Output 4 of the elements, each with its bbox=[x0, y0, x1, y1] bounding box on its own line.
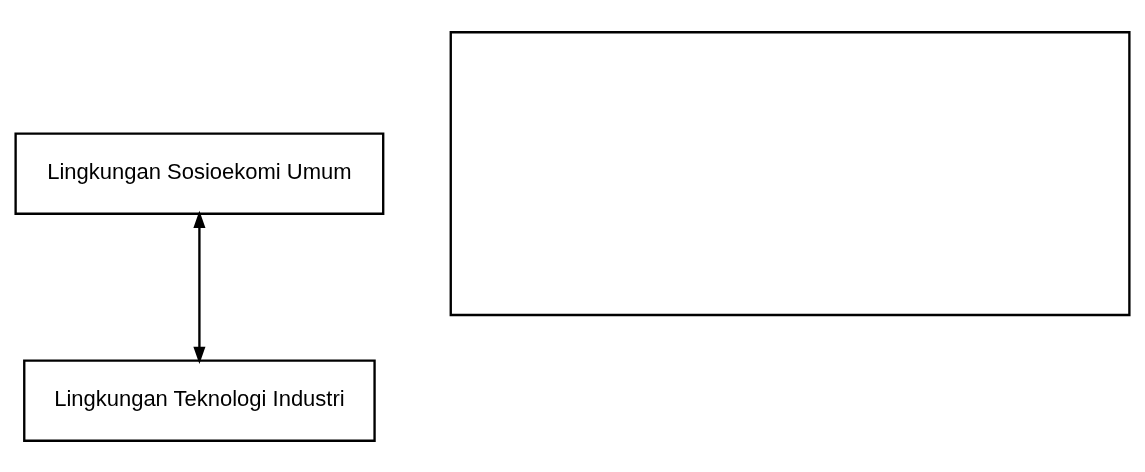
node-box bbox=[449, 30, 1131, 316]
node-box: Lingkungan Sosioekomi Umum bbox=[14, 131, 385, 215]
node-box: Lingkungan Teknologi Industri bbox=[23, 358, 376, 442]
arrow bbox=[193, 210, 206, 364]
